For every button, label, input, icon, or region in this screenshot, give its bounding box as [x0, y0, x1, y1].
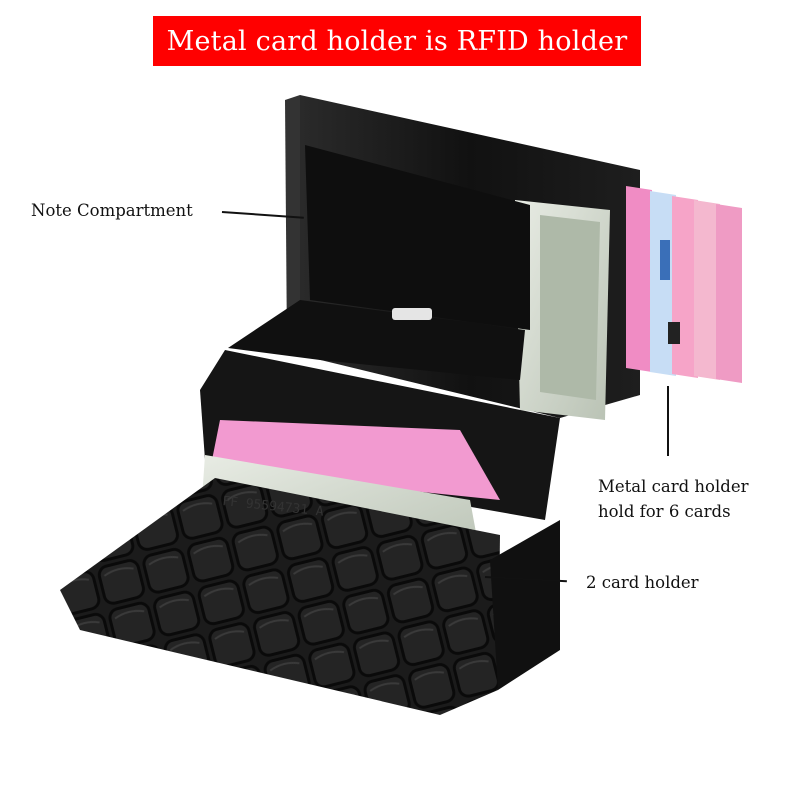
metal-card-holder-pointer: [667, 386, 669, 456]
metal-card-holder-label-line2: hold for 6 cards: [598, 502, 731, 521]
inner-flaps: [228, 145, 530, 380]
title-text: Metal card holder is RFID holder: [166, 25, 628, 57]
cards-stack: [626, 186, 742, 383]
banknotes-upper: [515, 200, 610, 420]
title-banner: Metal card holder is RFID holder: [153, 16, 641, 66]
metal-card-holder-label-line1: Metal card holder: [598, 477, 749, 496]
two-card-holder-label: 2 card holder: [586, 573, 699, 592]
leather-wallet: [60, 350, 560, 715]
note-compartment-label: Note Compartment: [31, 201, 193, 220]
